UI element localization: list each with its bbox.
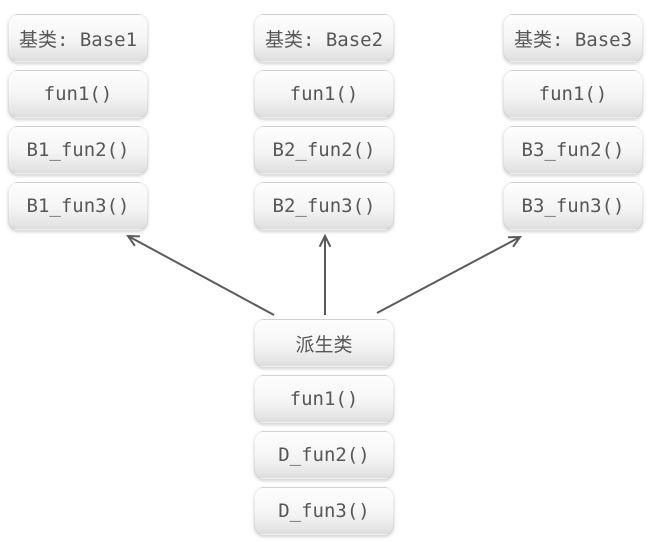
node-base2-fun3: B2_fun3() xyxy=(254,182,394,230)
node-base3-fun1: fun1() xyxy=(503,70,643,118)
node-derived-fun2: D_fun2() xyxy=(254,431,394,479)
arrow-derived-to-base1 xyxy=(126,234,275,316)
node-derived-title: 派生类 xyxy=(254,319,394,367)
node-base2-fun2: B2_fun2() xyxy=(254,126,394,174)
node-base2-title: 基类: Base2 xyxy=(254,14,394,62)
base1-column: 基类: Base1 fun1() B1_fun2() B1_fun3() xyxy=(8,14,148,230)
node-base3-fun2: B3_fun2() xyxy=(503,126,643,174)
arrow-derived-to-base3 xyxy=(376,235,522,314)
node-base3-title: 基类: Base3 xyxy=(503,14,643,62)
derived-column: 派生类 fun1() D_fun2() D_fun3() xyxy=(254,319,394,535)
node-base1-title: 基类: Base1 xyxy=(8,14,148,62)
base2-column: 基类: Base2 fun1() B2_fun2() B2_fun3() xyxy=(254,14,394,230)
node-base1-fun2: B1_fun2() xyxy=(8,126,148,174)
node-derived-fun1: fun1() xyxy=(254,375,394,423)
node-base2-fun1: fun1() xyxy=(254,70,394,118)
node-derived-fun3: D_fun3() xyxy=(254,487,394,535)
base3-column: 基类: Base3 fun1() B3_fun2() B3_fun3() xyxy=(503,14,643,230)
node-base1-fun3: B1_fun3() xyxy=(8,182,148,230)
node-base3-fun3: B3_fun3() xyxy=(503,182,643,230)
node-base1-fun1: fun1() xyxy=(8,70,148,118)
